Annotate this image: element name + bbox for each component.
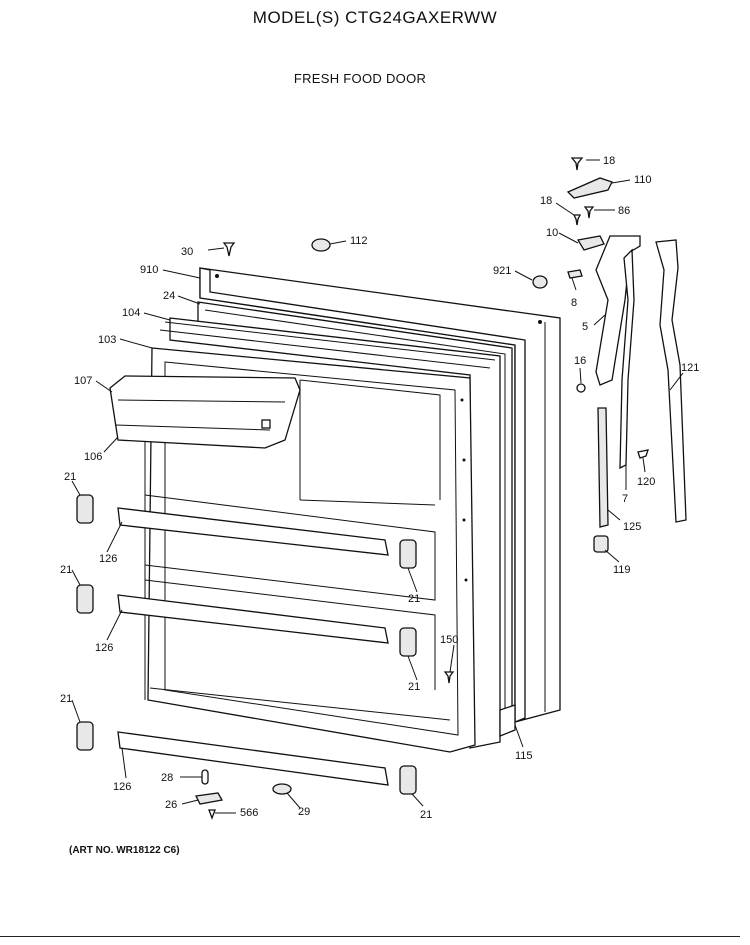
- small-hardware: [195, 157, 649, 820]
- callout: 921: [493, 265, 511, 277]
- callout: 16: [574, 355, 586, 367]
- callout: 150: [440, 634, 458, 646]
- art-number: (ART NO. WR18122 C6): [69, 845, 180, 856]
- callout: 125: [623, 521, 641, 533]
- shelf-end-caps: [76, 494, 417, 795]
- callout: 112: [350, 235, 368, 247]
- callout: 103: [98, 334, 116, 346]
- callout: 18: [540, 195, 552, 207]
- callout: 21: [60, 564, 72, 576]
- callout: 119: [613, 564, 631, 576]
- door-liner-frame: [159, 317, 501, 749]
- callout: 24: [163, 290, 175, 302]
- callout: 26: [165, 799, 177, 811]
- door-shelf-bars: [117, 507, 389, 786]
- section-title: FRESH FOOD DOOR: [293, 71, 427, 86]
- door-seal-strip: [499, 704, 516, 737]
- callout: 30: [181, 246, 193, 258]
- callout: 115: [515, 750, 533, 762]
- callout: 126: [95, 642, 113, 654]
- callout: 28: [161, 772, 173, 784]
- callout: 21: [408, 593, 420, 605]
- callout: 21: [420, 809, 432, 821]
- model-title: MODEL(S) CTG24GAXERWW: [252, 8, 498, 27]
- callout: 120: [637, 476, 655, 488]
- callout: 121: [681, 362, 699, 374]
- callout: 10: [546, 227, 558, 239]
- door-handle-assembly: [595, 235, 687, 528]
- callout-labels: 18 110 18 86 10 8 921 5 16 121 7 120 125…: [60, 155, 699, 821]
- callout: 104: [122, 307, 140, 319]
- callout: 107: [74, 375, 92, 387]
- callout: 126: [99, 553, 117, 565]
- callout: 110: [634, 174, 652, 186]
- callout: 21: [64, 471, 76, 483]
- callout: 126: [113, 781, 131, 793]
- callout: 8: [571, 297, 577, 309]
- callout: 18: [603, 155, 615, 167]
- callout: 5: [582, 321, 588, 333]
- callout: 86: [618, 205, 630, 217]
- inner-door-liner: [144, 347, 476, 753]
- callout: 21: [408, 681, 420, 693]
- callout: 106: [84, 451, 102, 463]
- hinge-parts: [566, 177, 613, 279]
- callout: 910: [140, 264, 158, 276]
- callout: 7: [622, 493, 628, 505]
- callout: 566: [240, 807, 258, 819]
- leader-lines: [71, 159, 684, 814]
- callout: 29: [298, 806, 310, 818]
- door-shelves: [144, 494, 451, 721]
- callout: 21: [60, 693, 72, 705]
- dairy-compartment: [109, 375, 301, 449]
- bottom-rule: [0, 936, 740, 937]
